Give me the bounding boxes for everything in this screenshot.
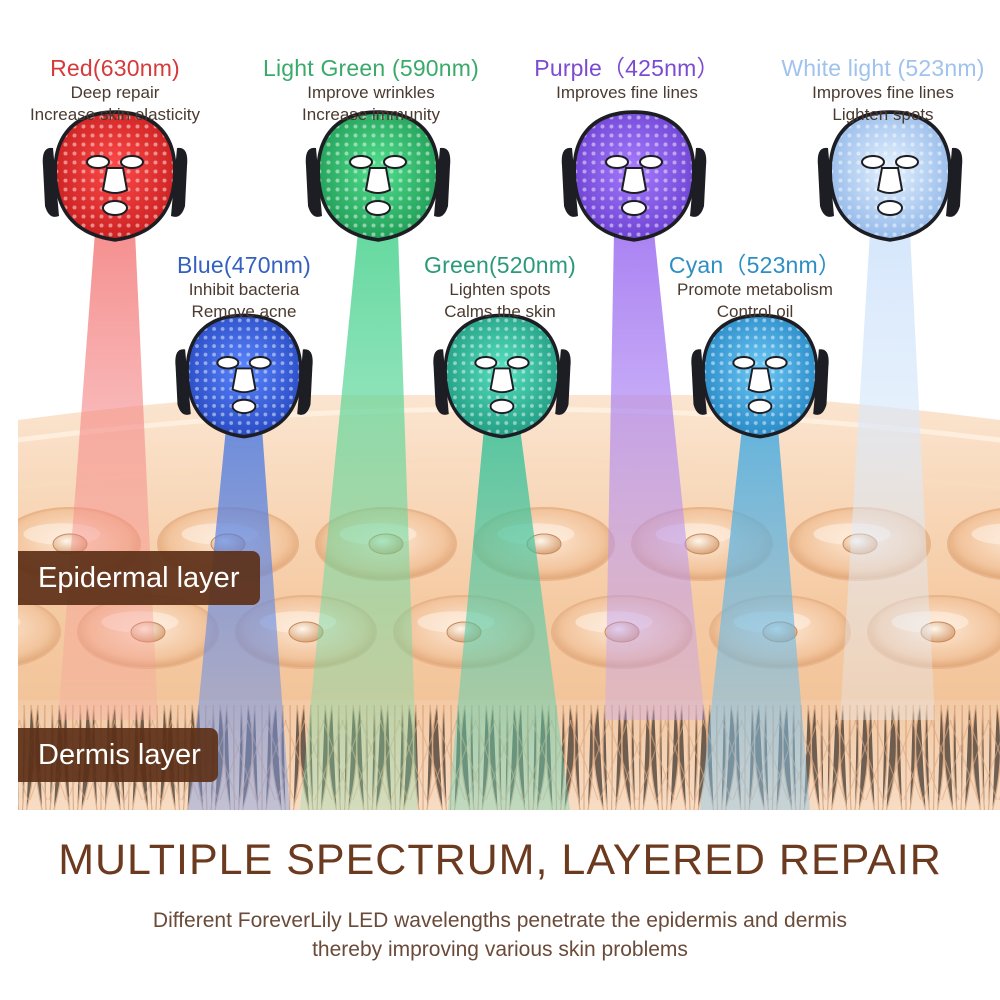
beam-cyan <box>700 428 810 810</box>
mask-white <box>817 110 963 242</box>
spectrum-green: Green(520nm) Lighten spots Calms the ski… <box>360 251 640 323</box>
mask-light-green <box>305 110 451 242</box>
beam-white <box>840 232 935 720</box>
epidermal-layer-label: Epidermal layer <box>18 551 260 605</box>
spectrum-name: Cyan（523nm） <box>668 252 842 278</box>
mask-blue <box>175 313 313 439</box>
headline: MULTIPLE SPECTRUM, LAYERED REPAIR <box>58 836 942 884</box>
beam-light-green <box>300 232 418 810</box>
spectrum-name: Red(630nm) <box>50 55 180 81</box>
benefit-line: Improves fine lines <box>556 83 698 102</box>
benefit-line: Remove acne <box>191 302 297 321</box>
mask-purple <box>561 110 707 242</box>
benefit-line: Improves fine lines <box>812 83 954 102</box>
benefit-line: Lighten spots <box>449 280 551 299</box>
mask-cyan <box>691 313 829 439</box>
spectrum-name: Purple（425nm） <box>534 55 720 81</box>
benefit-line: Increase immunity <box>302 105 440 124</box>
spectrum-name: White light (523nm) <box>781 55 985 81</box>
beam-green <box>448 428 570 810</box>
spectrum-red: Red(630nm) Deep repair Increase skin ela… <box>0 54 255 126</box>
spectrum-light-green: Light Green (590nm) Improve wrinkles Inc… <box>231 54 511 126</box>
spectrum-name: Light Green (590nm) <box>262 55 480 81</box>
benefit-line: Lighten spots <box>832 105 934 124</box>
benefit-line: Calms the skin <box>444 302 556 321</box>
benefit-line: Control oil <box>716 302 794 321</box>
subheading-line: Different ForeverLily LED wavelengths pe… <box>152 909 848 932</box>
spectrum-purple: Purple（425nm） Improves fine lines <box>487 54 767 104</box>
subheading: Different ForeverLily LED wavelengths pe… <box>0 906 1000 964</box>
mask-green <box>433 313 571 439</box>
subheading-line: thereby improving various skin problems <box>312 938 688 961</box>
led-masks <box>42 110 963 439</box>
benefit-line: Deep repair <box>70 83 160 102</box>
dermis-layer-label: Dermis layer <box>18 728 218 782</box>
spectrum-name: Blue(470nm) <box>177 252 311 278</box>
benefit-line: Increase skin elasticity <box>29 105 201 124</box>
benefit-line: Improve wrinkles <box>307 83 435 102</box>
benefit-line: Inhibit bacteria <box>188 280 300 299</box>
skin-cell <box>947 508 1000 580</box>
mask-red <box>42 110 188 242</box>
beam-purple <box>605 232 705 720</box>
spectrum-cyan: Cyan（523nm） Promote metabolism Control o… <box>615 251 895 323</box>
spectrum-name: Green(520nm) <box>424 252 576 278</box>
skin-cell <box>18 597 61 667</box>
benefit-line: Promote metabolism <box>677 280 833 299</box>
spectrum-blue: Blue(470nm) Inhibit bacteria Remove acne <box>104 251 384 323</box>
beam-blue <box>188 428 290 810</box>
spectrum-white: White light (523nm) Improves fine lines … <box>743 54 1000 126</box>
